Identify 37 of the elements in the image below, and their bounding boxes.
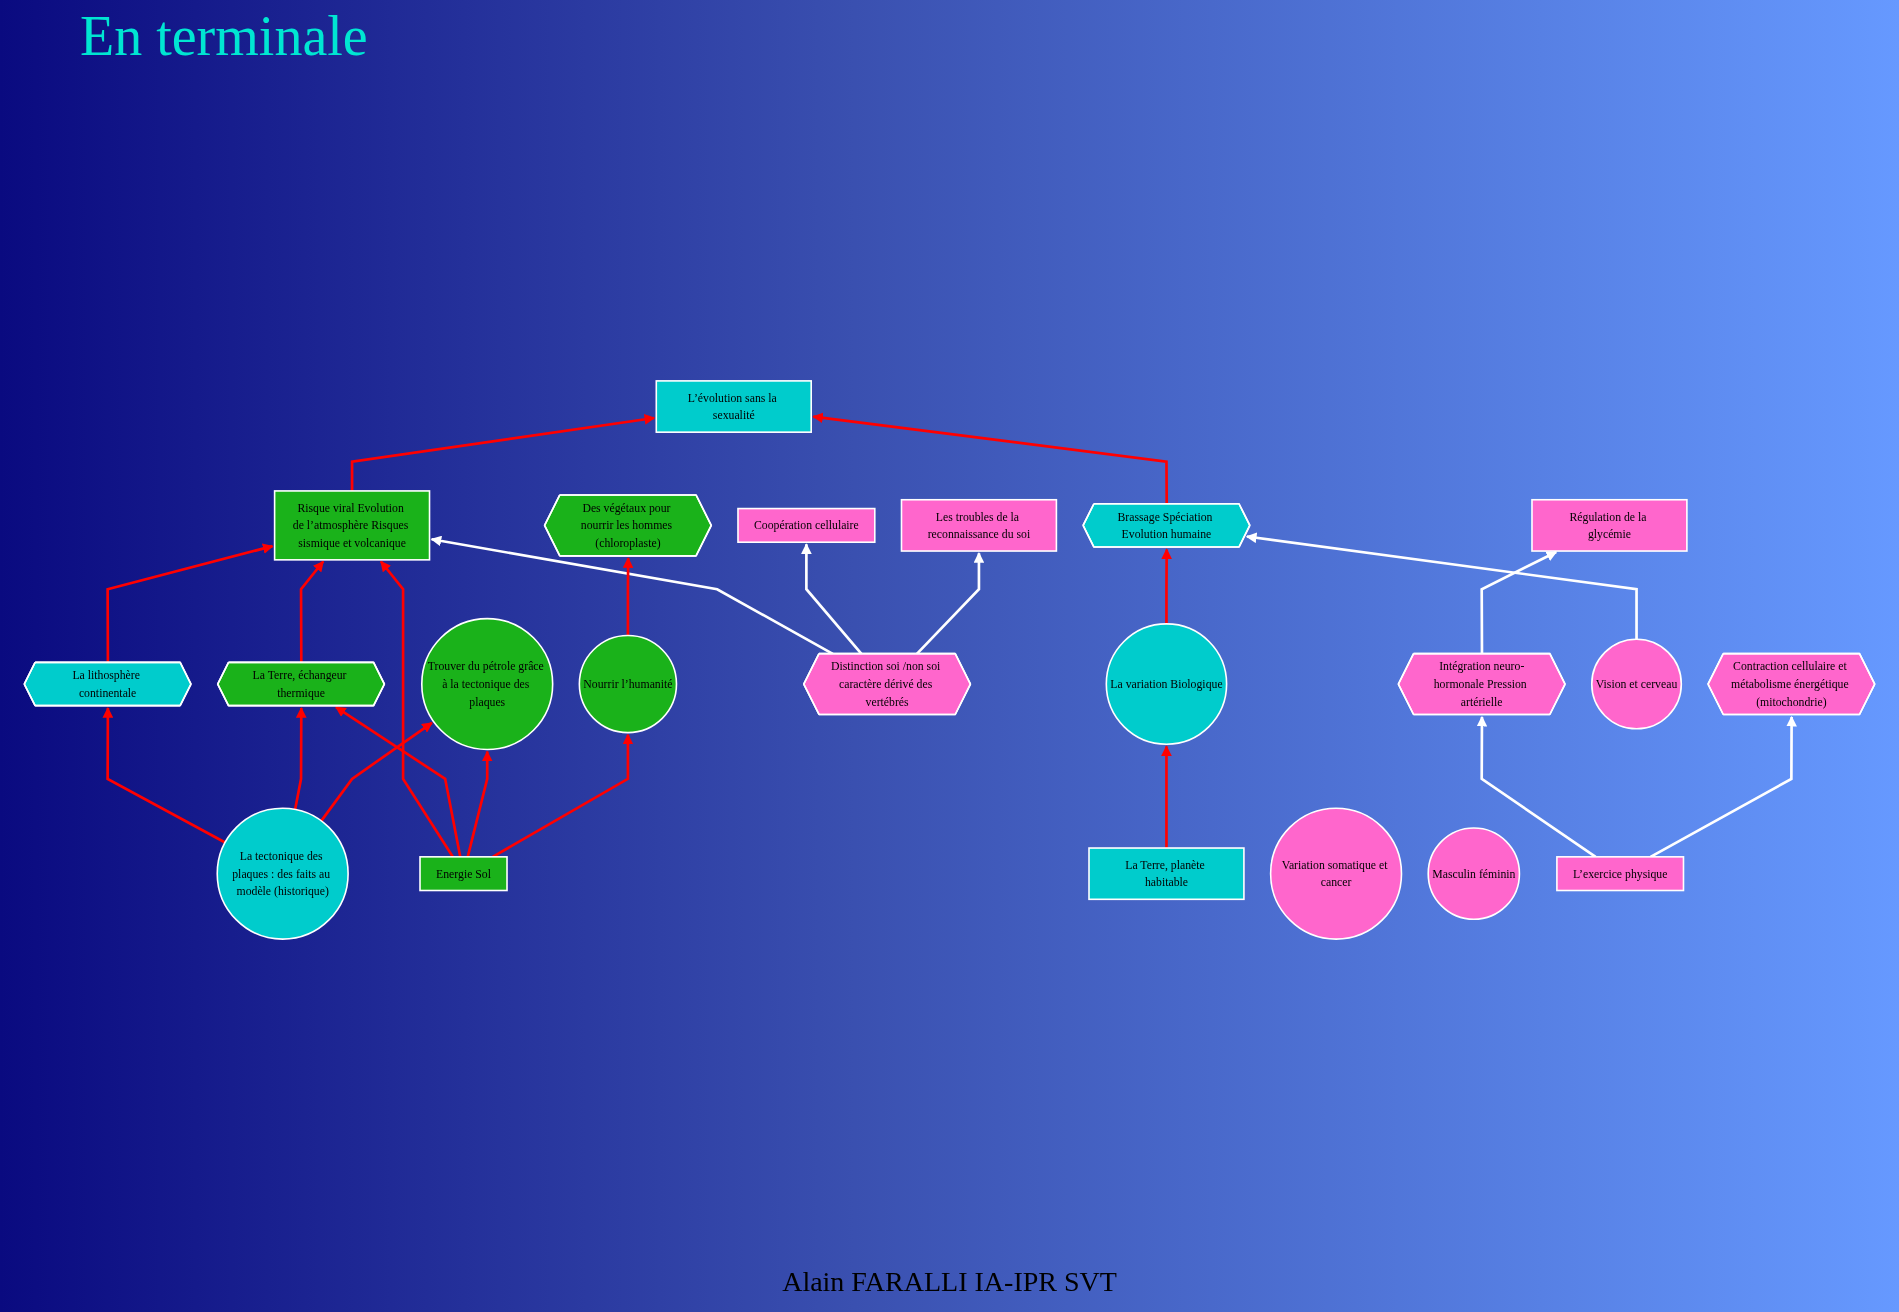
node-circle: Nourrir l’humanité bbox=[578, 634, 678, 734]
arrow bbox=[350, 414, 656, 491]
arrow bbox=[1245, 532, 1638, 640]
arrow bbox=[801, 543, 863, 655]
arrow bbox=[1161, 548, 1172, 624]
node-box: L’évolution sans la sexualité bbox=[655, 380, 812, 433]
node-circle: Vision et cerveau bbox=[1590, 638, 1683, 730]
node-circle: Masculin féminin bbox=[1427, 827, 1521, 921]
arrow bbox=[299, 560, 325, 663]
author-note: Alain FARALLI IA-IPR SVT bbox=[782, 1266, 1117, 1297]
arrow bbox=[492, 733, 634, 858]
arrow bbox=[335, 706, 462, 858]
node-box: Les troubles de la reconnaissance du soi bbox=[900, 498, 1058, 552]
node-box: Coopération cellulaire bbox=[737, 507, 876, 543]
node-box: La Terre, planète habitable bbox=[1088, 847, 1245, 901]
arrow bbox=[915, 552, 985, 655]
arrow bbox=[622, 557, 634, 636]
arrow bbox=[1476, 715, 1597, 858]
arrow bbox=[1649, 715, 1797, 858]
arrow bbox=[320, 721, 433, 822]
node-circle: Variation somatique et cancer bbox=[1269, 807, 1403, 940]
node-box: Energie Sol bbox=[419, 856, 508, 892]
arrow bbox=[102, 707, 226, 844]
arrow bbox=[812, 412, 1169, 505]
node-circle: La variation Biologique bbox=[1105, 623, 1228, 745]
arrow bbox=[466, 750, 493, 858]
arrow bbox=[293, 707, 307, 810]
arrow bbox=[1161, 745, 1172, 849]
arrow bbox=[106, 543, 274, 663]
node-circle: La tectonique des plaques : des faits au modèle (historique) bbox=[216, 807, 349, 940]
node-circle: Trouver du pétrole grâce à la tectonique des plaques bbox=[421, 617, 554, 751]
node-box: Risque viral Evolution de l’atmosphère Risques sismique et volcanique bbox=[273, 490, 431, 561]
node-box: Régulation de la glycémie bbox=[1531, 498, 1688, 552]
arrow bbox=[379, 560, 454, 858]
title: En terminale bbox=[80, 4, 368, 68]
arrow bbox=[1480, 550, 1558, 654]
node-box: L’exercice physique bbox=[1556, 856, 1685, 892]
